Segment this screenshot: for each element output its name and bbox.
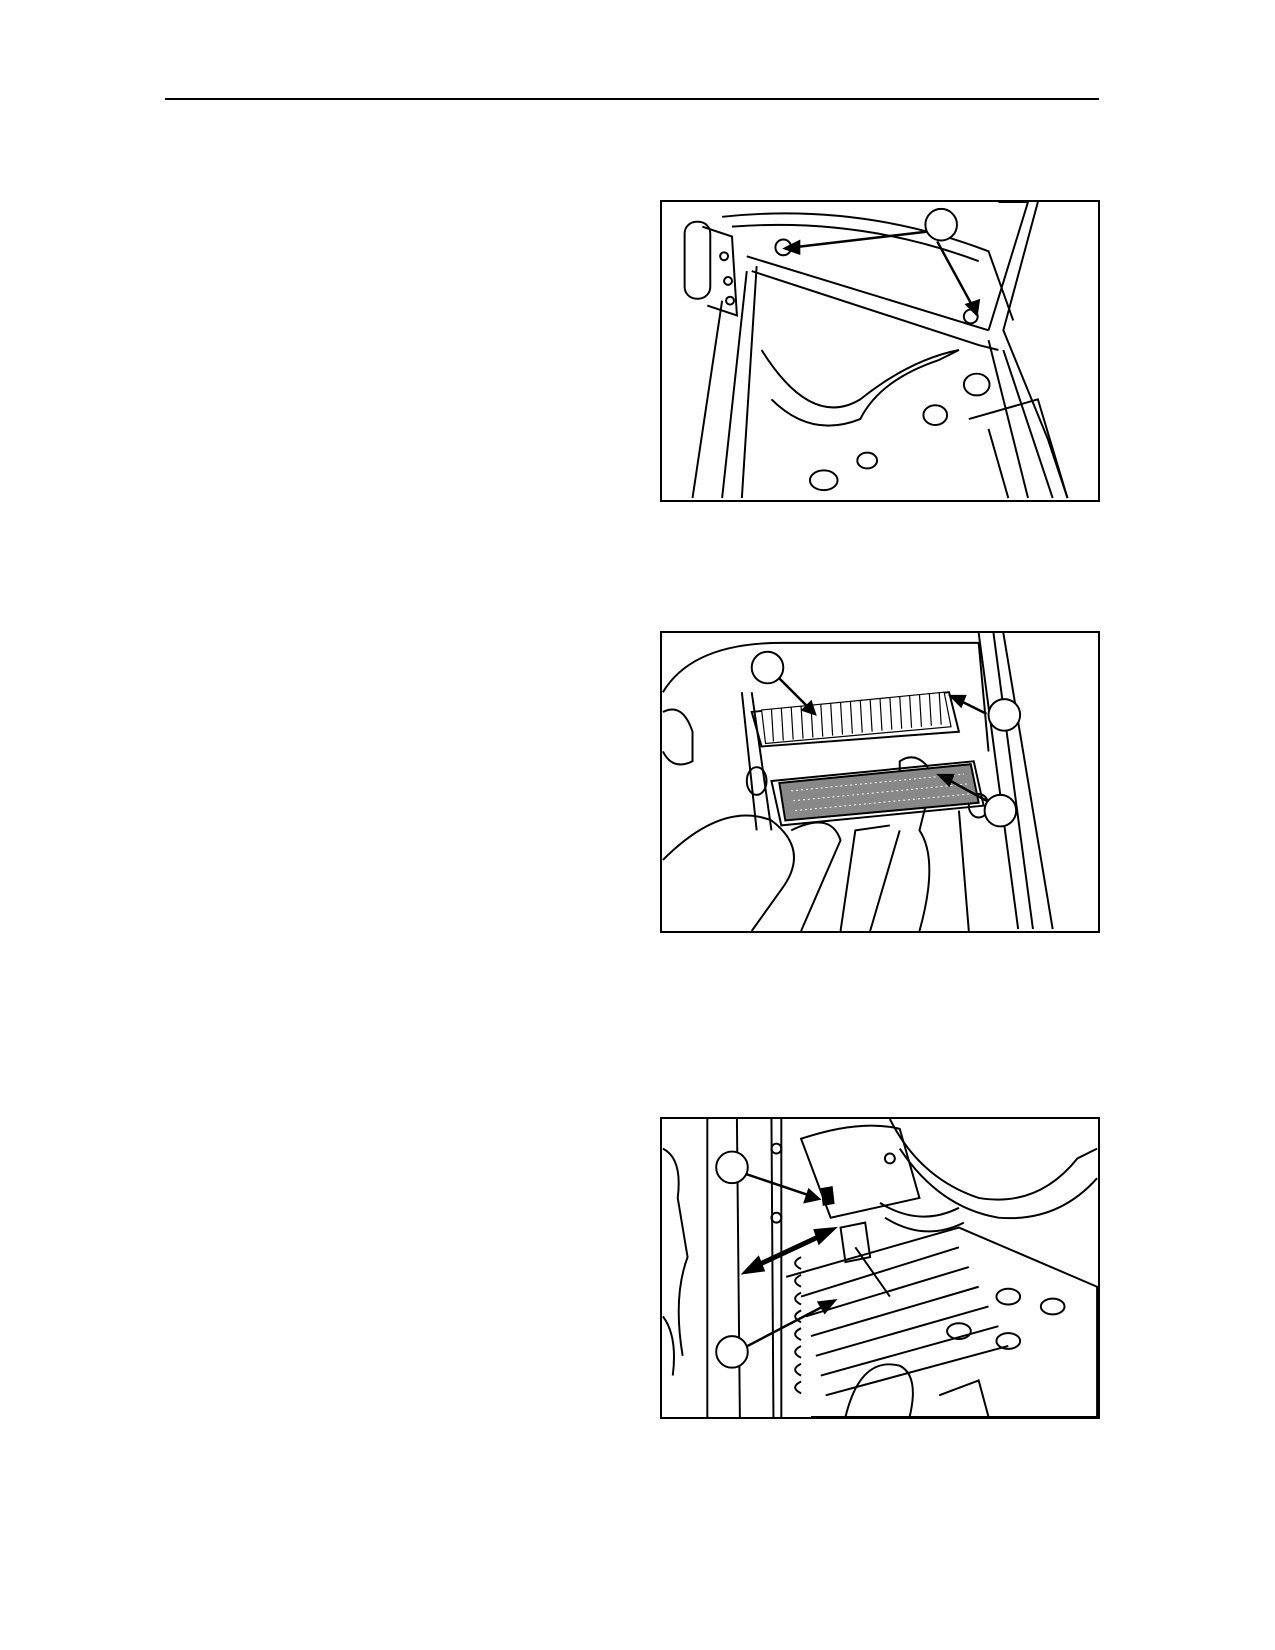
condenser-fins: [800, 1246, 1009, 1397]
condenser-clip-illustration: [662, 1119, 1098, 1417]
clip-bracket: [839, 1221, 891, 1298]
arrowhead-icon: [782, 239, 801, 256]
hose: [888, 1119, 1098, 1220]
arrowhead-icon: [800, 699, 817, 716]
clip-icon: [820, 1186, 835, 1206]
pad: [995, 1332, 1022, 1350]
arrowhead-icon: [803, 1187, 822, 1204]
figure-roof-bolts: [660, 200, 1100, 502]
callout-arrow: [743, 1172, 812, 1198]
mesh-filter: [778, 763, 980, 822]
callout-arrow: [946, 777, 988, 802]
panel-curve: [760, 349, 960, 427]
cab-filters-illustration: [662, 633, 1054, 931]
pleated-filter: [760, 691, 952, 745]
vertical-panel: [706, 1119, 783, 1417]
roof-beam: [722, 212, 1015, 321]
hinge-bracket: [702, 225, 738, 317]
pad: [946, 1322, 972, 1341]
vent: [745, 766, 768, 796]
removal-direction-arrow: [740, 1226, 838, 1275]
bracket-plate: [799, 1124, 921, 1219]
lower-filter-frame: [770, 760, 985, 827]
callout-arrow: [793, 230, 928, 249]
roof-bolts-illustration: [683, 202, 1069, 499]
arrowhead-icon: [948, 694, 967, 709]
door-frame: [987, 202, 1069, 499]
figure-cab-filters: [660, 631, 1100, 933]
lower-bracket: [968, 398, 1069, 499]
connector: [844, 1363, 990, 1417]
grommet: [962, 372, 991, 397]
bottom-panel: [839, 810, 970, 931]
callout-circle: [715, 1335, 749, 1369]
frame-rail: [746, 255, 999, 351]
roof-outline: [662, 641, 990, 752]
hinge-cylinder: [683, 220, 712, 300]
grommet: [808, 469, 839, 492]
pad: [995, 1287, 1022, 1306]
left-frame: [662, 692, 773, 831]
callout-circle: [750, 650, 785, 685]
left-post: [691, 266, 758, 499]
arrowhead-icon: [936, 773, 955, 788]
callout-circle: [924, 207, 958, 242]
right-pillar: [977, 633, 1054, 930]
left-arm: [662, 814, 842, 931]
grommet: [856, 451, 879, 470]
condenser-body: [785, 1226, 1098, 1417]
header-rule: [165, 98, 1099, 100]
callout-arrow: [743, 1303, 828, 1350]
coil-tubes: [794, 1256, 802, 1395]
figure-condenser-clip: [660, 1117, 1100, 1419]
callout-circle: [715, 1150, 749, 1185]
grommet: [922, 404, 949, 426]
callout-circle: [987, 698, 1022, 732]
arrowhead-icon: [816, 1298, 838, 1315]
callout-circle: [983, 793, 1018, 828]
left-edge: [662, 1147, 689, 1376]
arrowhead-icon: [964, 298, 981, 318]
callout-arrow: [936, 240, 974, 308]
small-hose: [879, 1202, 965, 1233]
pad: [1039, 1297, 1066, 1316]
